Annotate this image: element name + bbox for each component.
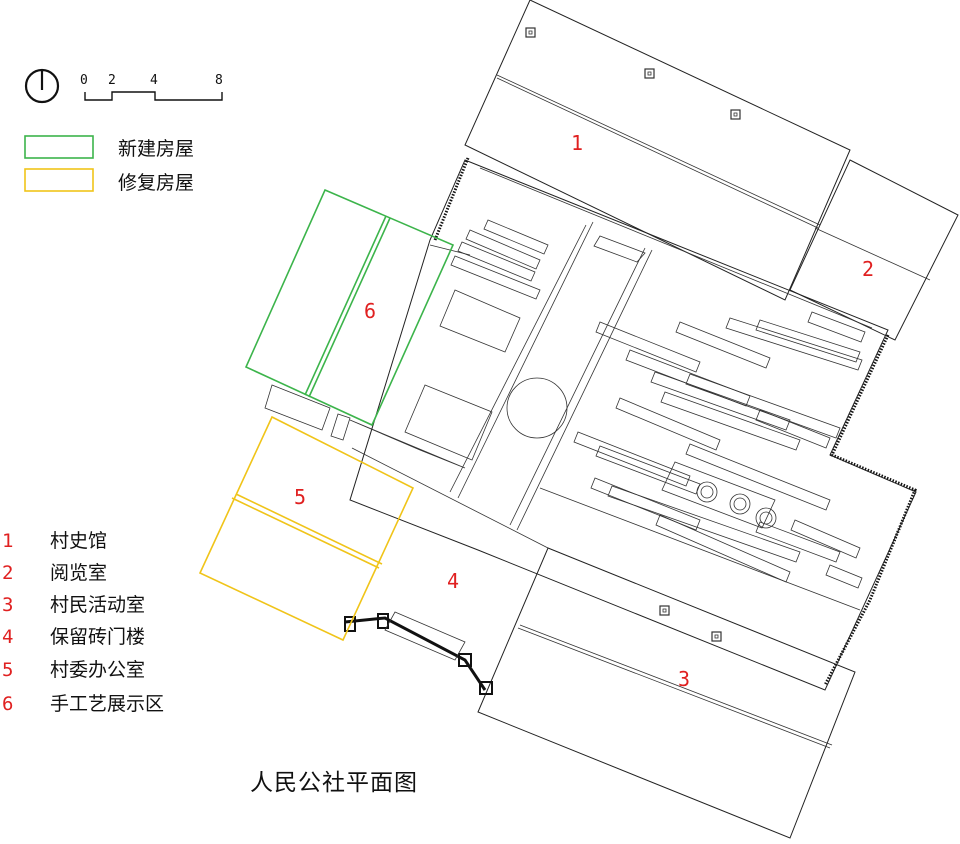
building-2-roof [789,159,959,341]
building-outlines [264,0,959,839]
map-label-4: 4 [447,569,459,593]
key-num-4: 4 [2,626,13,648]
key-label-6: 手工艺展示区 [50,693,164,715]
map-label-1: 1 [571,131,583,155]
key-num-2: 2 [2,562,13,584]
legend: 新建房屋 修复房屋 [24,135,194,194]
scale-tick-2: 2 [108,73,116,88]
room-key: 1 村史馆 2 阅览室 3 村民活动室 4 保留砖门楼 5 村委办公室 6 手工… [2,530,164,715]
map-labels: 1 2 3 4 5 6 [294,131,874,691]
key-label-4: 保留砖门楼 [50,626,145,648]
key-label-3: 村民活动室 [50,594,145,616]
legend-label-restored: 修复房屋 [118,172,194,194]
scale-tick-8: 8 [215,73,223,88]
key-num-1: 1 [2,530,13,552]
key-label-5: 村委办公室 [50,659,145,681]
courtyard-circle [506,377,568,439]
building-1-roof [464,0,851,301]
north-arrow-icon [24,68,60,104]
legend-label-new: 新建房屋 [118,138,194,160]
plan-title: 人民公社平面图 [250,770,418,796]
scale-bar: 0 2 4 8 [80,73,223,101]
map-label-6: 6 [364,299,376,323]
new-building-6 [244,188,455,427]
scale-tick-0: 0 [80,73,88,88]
building-3-roof [477,547,856,839]
scale-tick-4: 4 [150,73,158,88]
key-label-1: 村史馆 [50,530,107,552]
legend-swatch-restored [24,168,94,192]
map-label-2: 2 [862,257,874,281]
key-label-2: 阅览室 [50,562,107,584]
key-num-5: 5 [2,659,13,681]
legend-swatch-new [24,135,94,159]
key-num-3: 3 [2,594,13,616]
key-num-6: 6 [2,693,13,715]
restored-building-5 [198,415,415,642]
map-label-3: 3 [678,667,690,691]
map-label-5: 5 [294,485,306,509]
